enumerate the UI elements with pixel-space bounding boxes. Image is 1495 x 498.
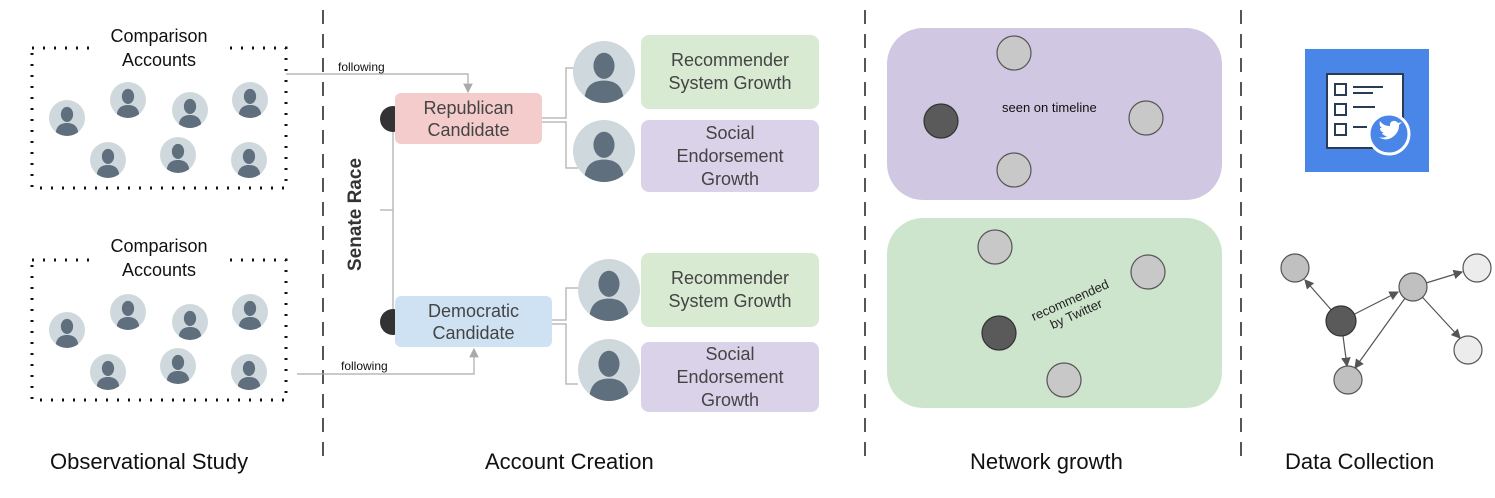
avatar-icon — [90, 142, 126, 178]
dem-social-label: Social Endorsement Growth — [676, 343, 784, 410]
senate-bracket — [380, 118, 394, 322]
republican-candidate-box: Republican Candidate — [395, 93, 542, 144]
avatar-icon — [172, 92, 208, 128]
survey-twitter-icon — [1305, 49, 1429, 172]
following-label-top: following — [338, 60, 385, 74]
avatar-icon — [160, 348, 196, 384]
avatar-icon — [573, 41, 635, 103]
avatar-icon — [232, 82, 268, 118]
section-title-data-collection: Data Collection — [1285, 449, 1435, 474]
avatar-icon — [231, 354, 267, 390]
avatar-icon — [110, 294, 146, 330]
rep-social-label: Social Endorsement Growth — [676, 122, 784, 189]
survey-icon-graphic — [1326, 73, 1411, 156]
rep-recommender-box: Recommender System Growth — [641, 35, 819, 109]
avatar-icon — [578, 259, 640, 321]
avatar-icon — [110, 82, 146, 118]
republican-candidate-label: Republican Candidate — [423, 97, 514, 140]
avatar-icon — [90, 354, 126, 390]
seen-on-timeline-label: seen on timeline — [1002, 100, 1097, 115]
section-title-network-growth: Network growth — [970, 449, 1123, 474]
avatar-icon — [160, 137, 196, 173]
avatar-icon — [172, 304, 208, 340]
democratic-candidate-box: Democratic Candidate — [395, 296, 552, 347]
avatar-icon — [232, 294, 268, 330]
democratic-candidate-label: Democratic Candidate — [427, 300, 520, 343]
avatar-icon — [573, 120, 635, 182]
dem-recommender-label: Recommender System Growth — [668, 268, 792, 311]
rep-recommender-label: Recommender System Growth — [668, 50, 792, 93]
section-title-account-creation: Account Creation — [485, 449, 654, 474]
avatar-icon — [578, 339, 640, 401]
comparison-accounts-label-bottom: Comparison Accounts — [92, 234, 226, 282]
avatar-icon — [231, 142, 267, 178]
comparison-accounts-label-top: Comparison Accounts — [92, 24, 226, 72]
senate-race-label: Senate Race — [345, 157, 366, 271]
dem-recommender-box: Recommender System Growth — [641, 253, 819, 327]
section-title-observational: Observational Study — [50, 449, 249, 474]
avatar-icon — [49, 312, 85, 348]
rep-social-box: Social Endorsement Growth — [641, 120, 819, 192]
dem-social-box: Social Endorsement Growth — [641, 342, 819, 412]
avatar-icon — [49, 100, 85, 136]
following-line-top — [286, 73, 473, 94]
following-line-bottom — [297, 347, 479, 375]
following-label-bottom: following — [341, 359, 388, 373]
